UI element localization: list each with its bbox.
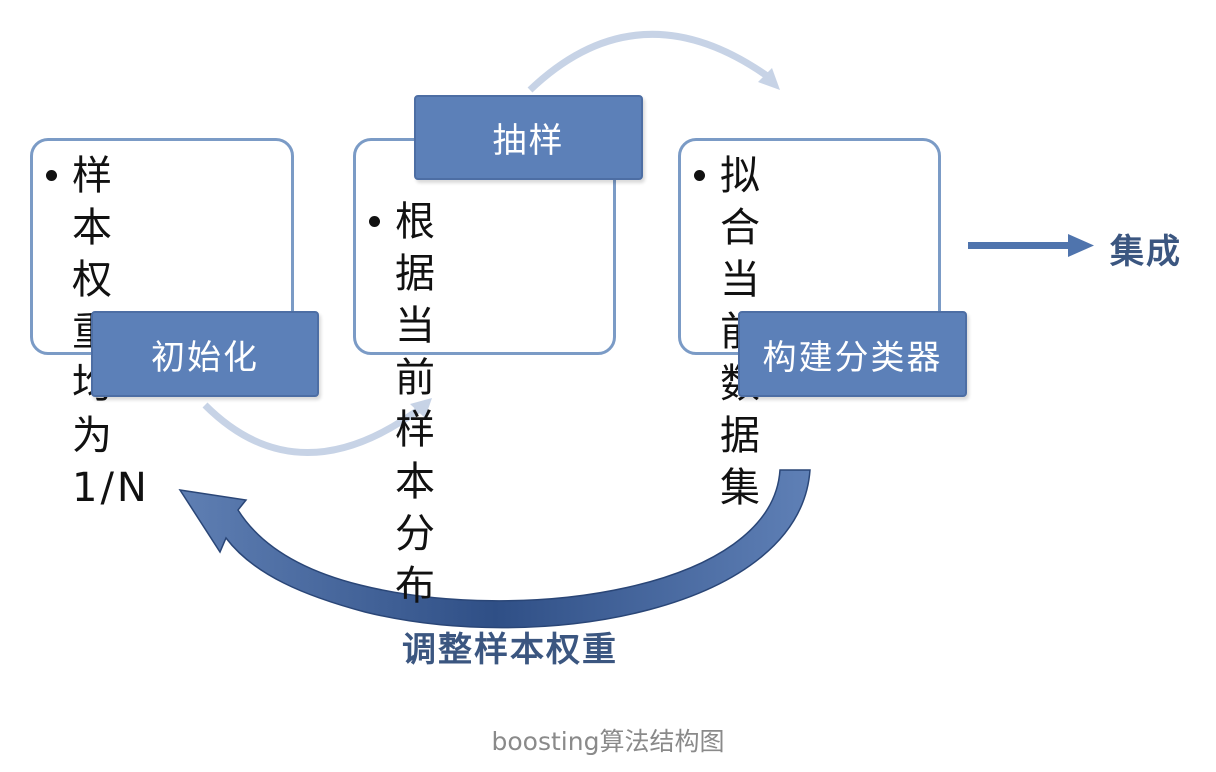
init-tab: 初始化 xyxy=(91,311,319,397)
sample-bullet-text: 根据当前 样本分布 xyxy=(395,199,438,609)
adjust-weights-label: 调整样本权重 xyxy=(402,630,618,670)
arrow-sample-to-build xyxy=(527,30,780,93)
arrow-init-to-sample xyxy=(202,398,432,456)
ensemble-label: 集成 xyxy=(1110,232,1182,272)
bullet-dot-icon xyxy=(46,170,57,181)
build-tab: 构建分类器 xyxy=(738,311,967,397)
figure-caption: boosting算法结构图 xyxy=(491,727,725,756)
bullet-dot-icon xyxy=(369,216,380,227)
arrow-to-ensemble xyxy=(968,234,1094,257)
bullet-dot-icon xyxy=(694,170,705,181)
arrow-adjust-weights xyxy=(178,469,811,629)
sample-tab: 抽样 xyxy=(414,95,643,180)
